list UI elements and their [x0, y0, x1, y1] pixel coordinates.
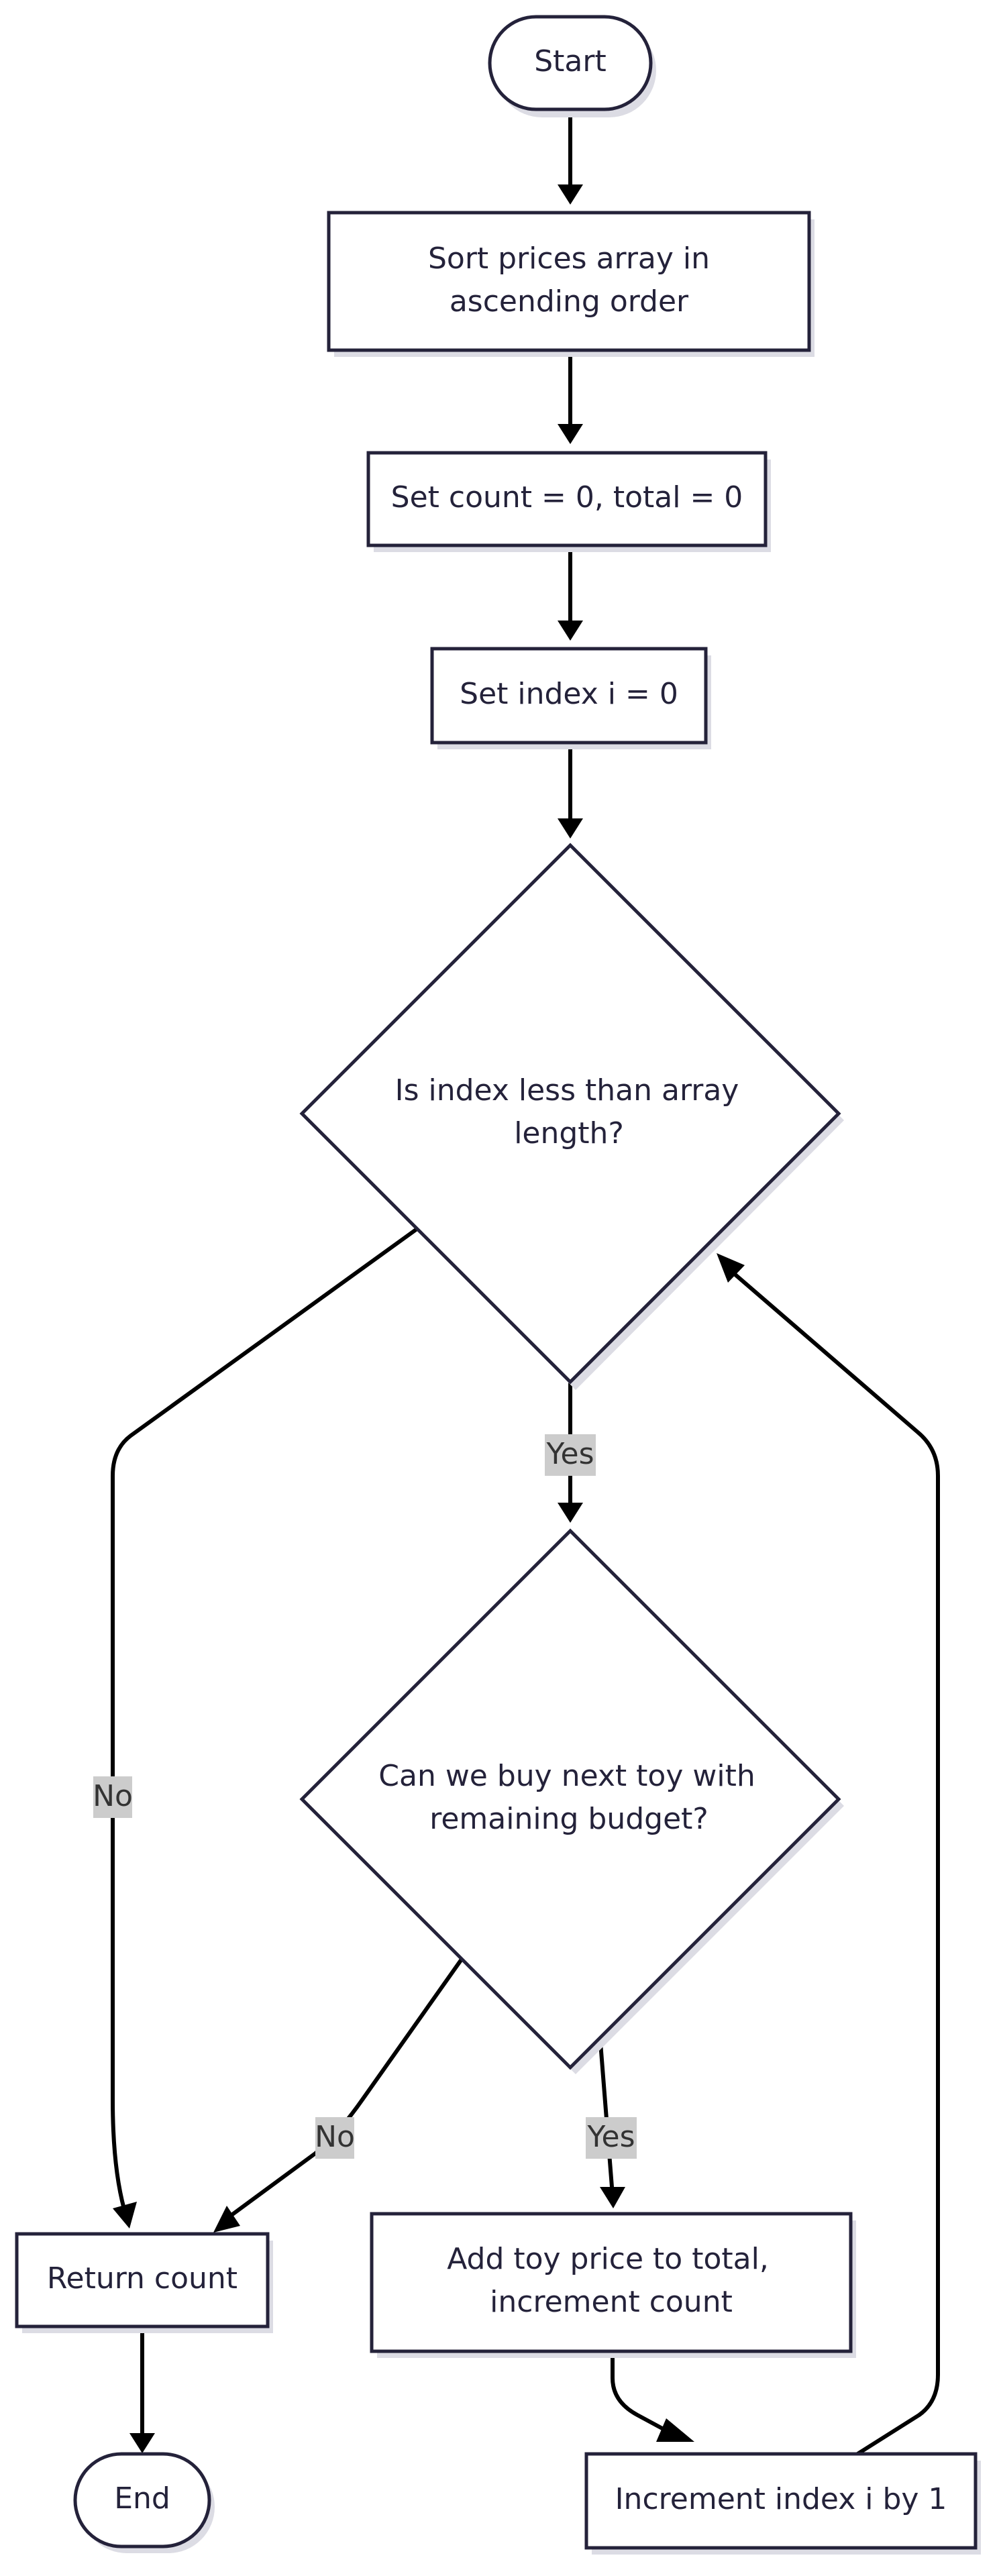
arrowhead-init [558, 424, 583, 444]
node-return: Return count [15, 2232, 273, 2333]
node-increment-label: Increment index i by 1 [615, 2482, 947, 2516]
arrowhead-check-budget [558, 1503, 583, 1523]
node-end-label: End [114, 2481, 170, 2516]
node-init-label: Set count = 0, total = 0 [391, 480, 743, 515]
node-sort: Sort prices array in ascending order [327, 211, 814, 357]
node-start-label: Start [534, 44, 607, 78]
edge-labels: Yes No No Yes [93, 1434, 637, 2159]
arrowhead-sort [558, 184, 583, 205]
node-add-label-2: increment count [490, 2285, 733, 2319]
edge-label-index-yes: Yes [545, 1437, 594, 1471]
arrowhead-end [129, 2433, 155, 2453]
arrowhead-add [600, 2187, 625, 2208]
label-bg-index-no [93, 1776, 132, 1818]
node-sort-label-1: Sort prices array in [428, 241, 710, 276]
node-start: Start [488, 15, 656, 117]
node-check-index-label-1: Is index less than array [395, 1073, 739, 1108]
edge-add-to-increment [611, 2346, 673, 2435]
arrowhead-return-from-budget [213, 2206, 240, 2233]
edge-label-index-no: No [93, 1779, 133, 1813]
node-check-budget: Can we buy next toy with remaining budge… [299, 1528, 844, 2074]
node-add: Add toy price to total, increment count [370, 2212, 856, 2358]
label-bg-budget-yes [586, 2117, 637, 2159]
edge-increment-to-check-index [729, 1269, 940, 2457]
label-bg-budget-no [315, 2117, 354, 2159]
nodes: Start Sort prices array in ascending ord… [15, 15, 981, 2555]
node-add-label-1: Add toy price to total, [447, 2242, 769, 2276]
arrowhead-increment [656, 2418, 694, 2442]
edge-check-budget-no [229, 1958, 463, 2217]
edge-check-budget-yes [598, 2041, 614, 2189]
node-check-index-label-2: length? [514, 1116, 624, 1150]
arrowhead-return-from-index [113, 2202, 137, 2229]
arrowhead-check-index-loop [717, 1253, 745, 1283]
node-index-label: Set index i = 0 [460, 677, 678, 711]
edge-label-budget-no: No [315, 2120, 355, 2154]
node-init: Set count = 0, total = 0 [366, 451, 771, 552]
node-increment: Increment index i by 1 [584, 2452, 981, 2555]
node-check-budget-label-2: remaining budget? [429, 1802, 708, 1836]
node-return-label: Return count [47, 2261, 238, 2296]
arrowhead-check-index [558, 818, 583, 839]
node-check-budget-label-1: Can we buy next toy with [378, 1759, 755, 1793]
node-index: Set index i = 0 [430, 647, 711, 749]
edge-label-budget-yes: Yes [586, 2120, 635, 2154]
node-check-index: Is index less than array length? [299, 843, 844, 1390]
node-end: End [73, 2452, 215, 2553]
arrowhead-index [558, 621, 583, 641]
edge-check-index-no [111, 1228, 418, 2211]
node-sort-label-2: ascending order [450, 284, 689, 319]
label-bg-index-yes [545, 1434, 596, 1476]
